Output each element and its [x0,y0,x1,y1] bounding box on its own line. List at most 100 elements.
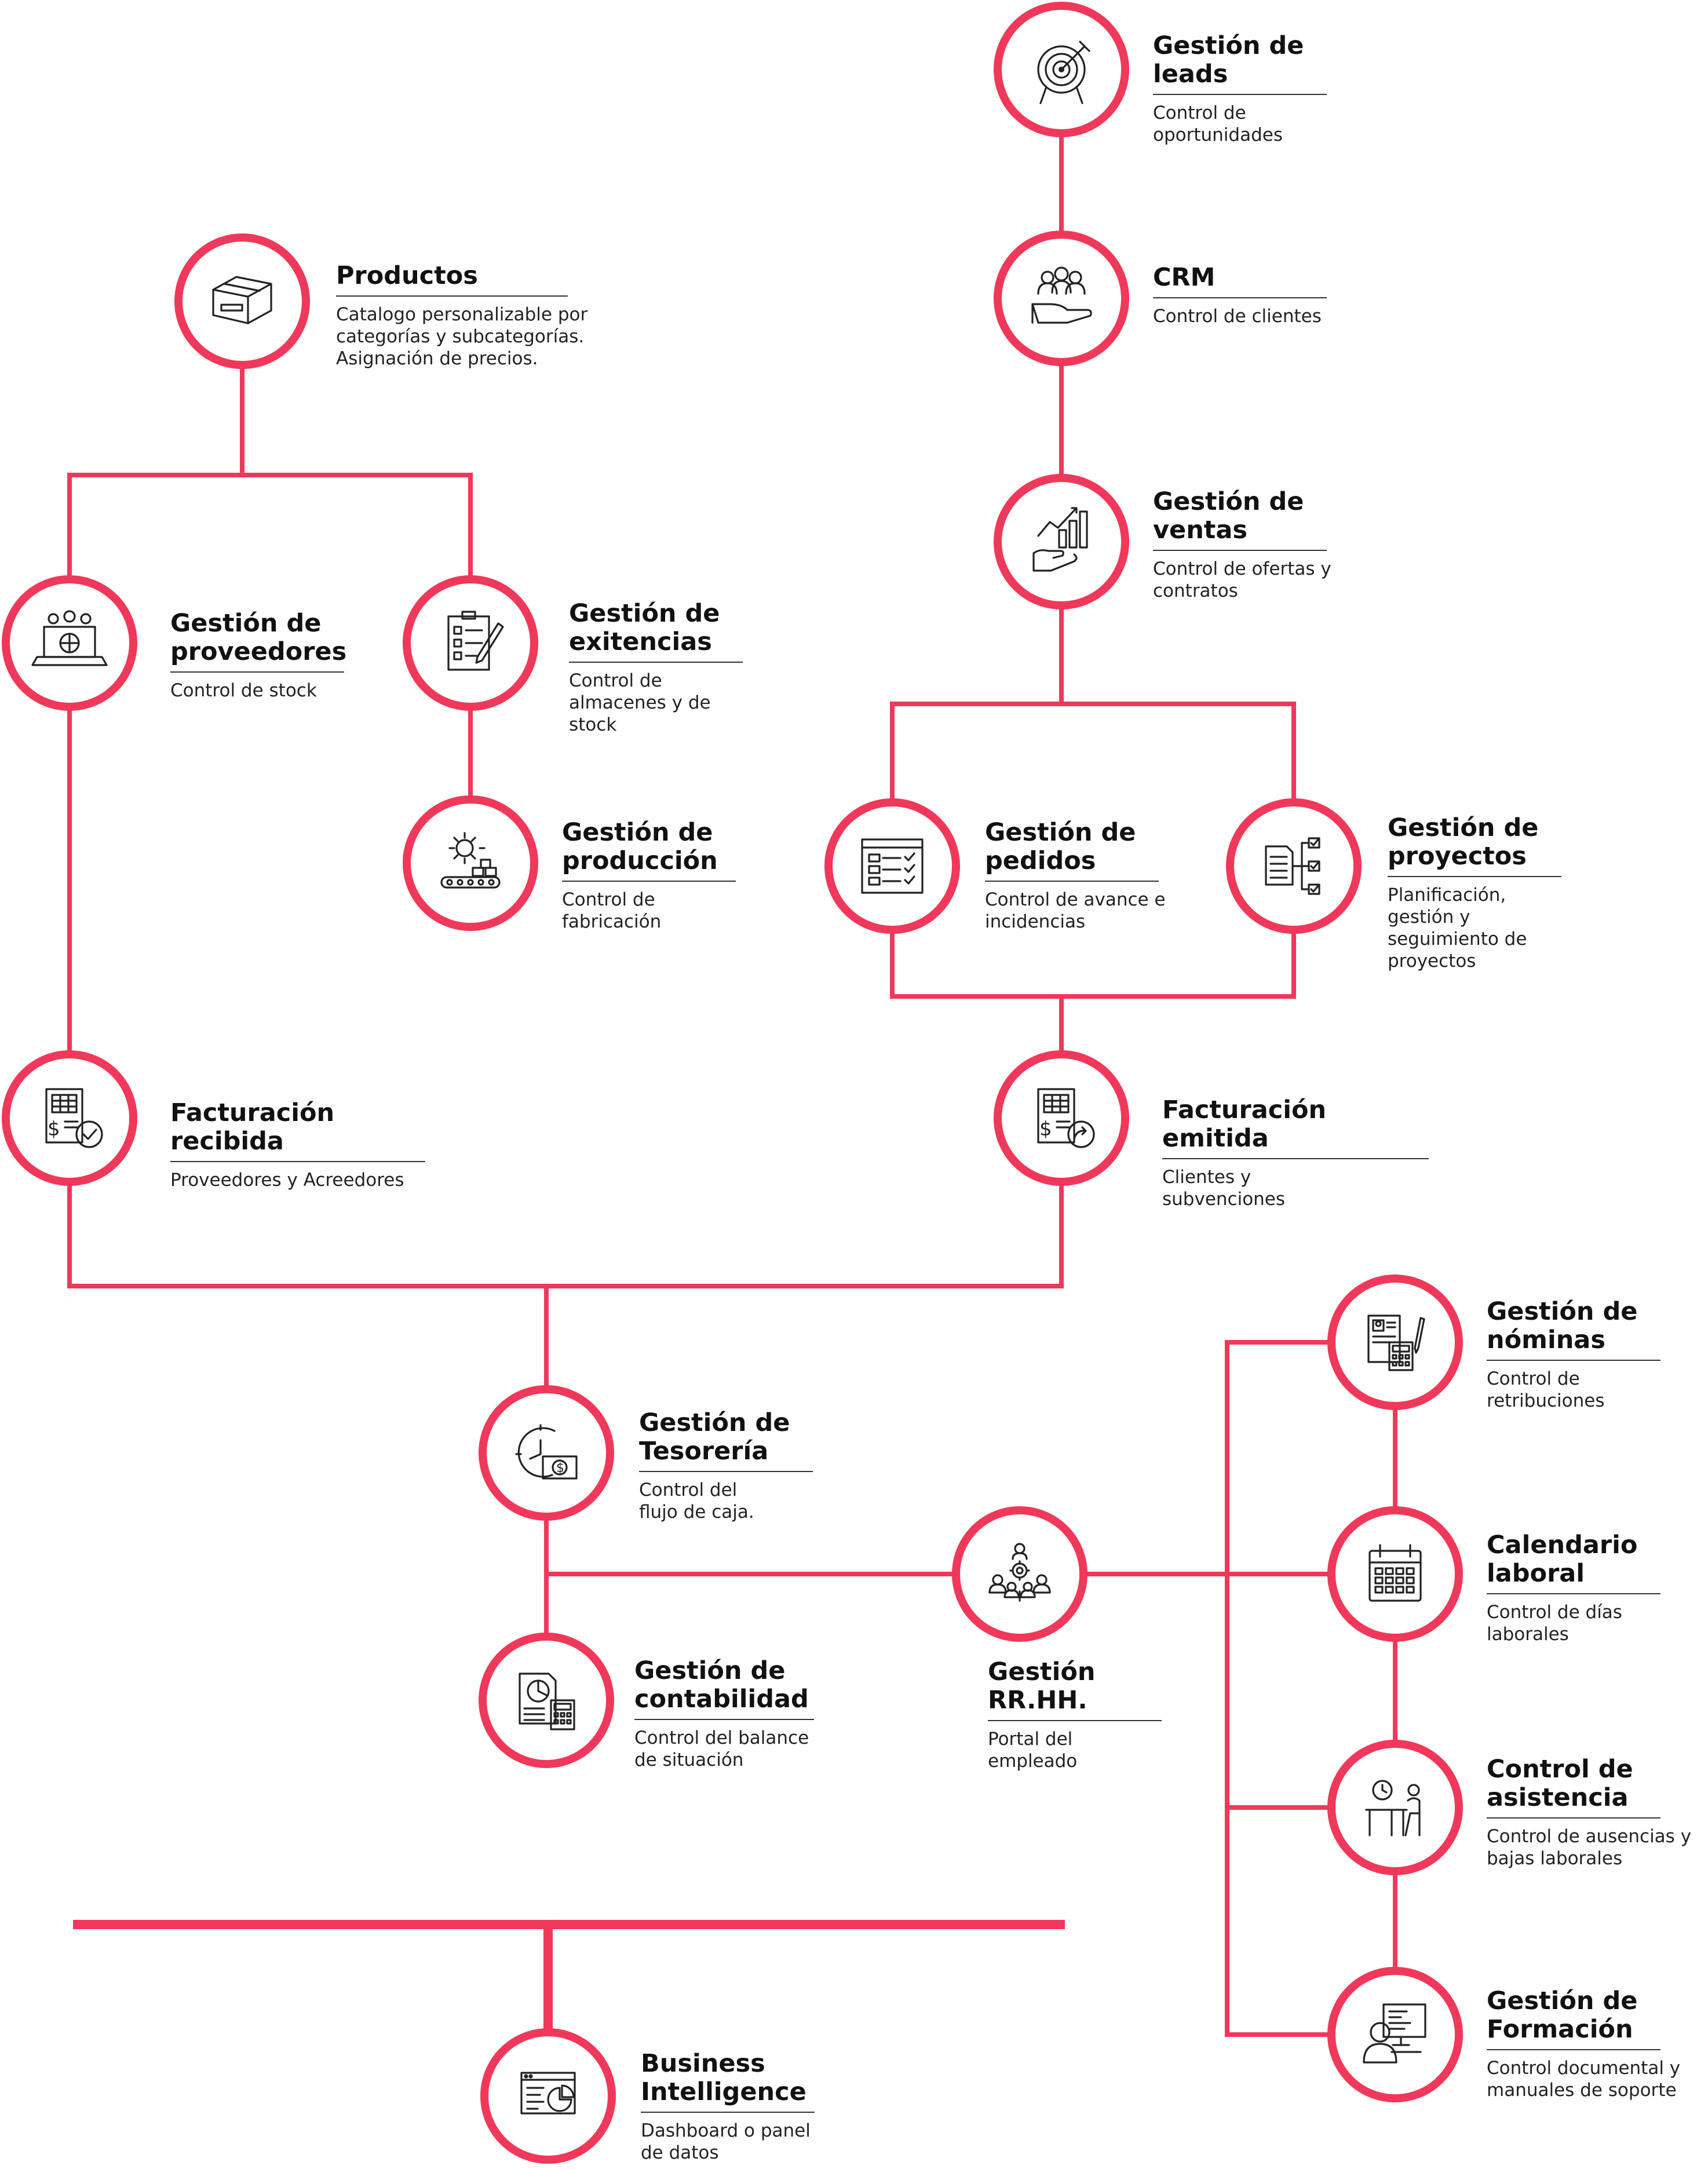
title-divider [1487,1360,1660,1361]
title-divider [170,1161,425,1162]
node-pedidos[interactable] [824,798,960,934]
node-title: Gestión de Tesorería [639,1408,790,1466]
node-proyectos[interactable] [1226,798,1362,934]
growth-hand-icon [1032,507,1088,572]
node-description: Dashboard o panel de datos [641,2120,811,2163]
node-title: Gestión de Formación [1487,1987,1638,2044]
node-description: Proveedores y Acreedores [170,1170,404,1191]
node-title: Gestión de producción [562,818,718,875]
title-divider [988,1720,1162,1721]
label-rrhh: Gestión RR.HH. Portal del empleado [988,1658,1162,1772]
node-leads[interactable] [994,2,1129,137]
title-divider [1153,94,1327,95]
dashboard-chart-icon [520,2072,576,2115]
node-description: Control de días laborales [1487,1602,1622,1645]
node-produccion[interactable] [403,795,538,931]
title-divider [639,1471,813,1472]
title-divider [1162,1158,1429,1159]
title-divider [1487,1817,1660,1819]
label-fact-recibida: Facturación recibida Proveedores y Acree… [170,1099,425,1191]
node-bi[interactable] [480,2028,616,2164]
title-divider [1487,1593,1660,1594]
node-calendario[interactable] [1327,1506,1463,1642]
node-proveedores[interactable] [2,575,137,711]
label-crm: CRM Control de clientes [1153,264,1327,327]
node-fact-emitida[interactable]: $ [994,1050,1129,1186]
node-title: Gestión de proyectos [1388,813,1539,871]
title-divider [641,2112,815,2113]
svg-text:$: $ [556,1461,564,1476]
node-description: Portal del empleado [988,1729,1078,1772]
report-calculator-icon [519,1673,575,1730]
node-description: Control del flujo de caja. [639,1480,754,1522]
svg-text:$: $ [1039,1118,1052,1141]
order-list-icon [861,838,924,894]
node-title: Gestión de exitencias [569,599,720,656]
node-description: Control del balance de situación [634,1728,809,1770]
node-description: Control de ofertas y contratos [1153,558,1331,601]
calendar-icon [1368,1544,1422,1602]
node-formacion[interactable] [1327,1967,1463,2102]
node-description: Planificación, gestión y seguimiento de … [1388,885,1527,972]
label-pedidos: Gestión de pedidos Control de avance e i… [985,819,1176,933]
title-divider [1153,297,1327,298]
title-divider [1487,2049,1660,2050]
node-title: Gestión de ventas [1153,487,1304,545]
node-title: Productos [336,261,478,290]
node-description: Control de fabricación [562,889,662,932]
payroll-icon [1367,1314,1425,1371]
title-divider [336,295,568,297]
title-divider [634,1719,814,1720]
node-existencias[interactable] [403,575,538,711]
desk-clock-icon [1365,1780,1421,1836]
team-gear-icon [988,1543,1051,1602]
clock-money-icon: $ [515,1424,578,1480]
node-description: Control de retribuciones [1487,1368,1605,1411]
box-icon [212,276,272,324]
label-proveedores: Gestión de proveedores Control de stock [170,609,347,702]
label-contabilidad: Gestión de contabilidad Control del bala… [634,1657,814,1771]
node-title: Control de asistencia [1487,1755,1633,1812]
label-existencias: Gestión de exitencias Control de almacen… [569,600,743,736]
node-title: Business Intelligence [641,2049,806,2106]
node-description: Control de almacenes y de stock [569,670,711,735]
node-title: Calendario laboral [1487,1531,1638,1588]
label-ventas: Gestión de ventas Control de ofertas y c… [1153,488,1350,602]
label-leads: Gestión de leads Control de oportunidade… [1153,32,1327,146]
node-asistencia[interactable] [1327,1740,1463,1875]
node-contabilidad[interactable] [479,1633,614,1768]
training-screen-icon [1363,2003,1426,2064]
node-description: Control de oportunidades [1153,103,1283,145]
node-title: Gestión de nóminas [1487,1297,1638,1354]
title-divider [569,662,743,663]
node-title: Gestión RR.HH. [988,1657,1096,1715]
label-bi: Business Intelligence Dashboard o panel … [641,2050,826,2164]
node-title: Gestión de proveedores [170,609,347,666]
label-proyectos: Gestión de proyectos Planificación, gest… [1388,814,1561,972]
node-tesoreria[interactable]: $ [479,1385,614,1521]
node-description: Control de stock [170,680,317,701]
node-title: Gestión de pedidos [985,818,1136,875]
label-produccion: Gestión de producción Control de fabrica… [562,819,736,933]
node-ventas[interactable] [994,474,1129,609]
title-divider [1153,550,1327,551]
node-rrhh[interactable] [952,1506,1087,1642]
node-description: Control de avance e incidencias [985,889,1166,932]
node-title: Gestión de contabilidad [634,1656,809,1714]
title-divider [985,881,1159,882]
label-productos: Productos Catalogo personalizable por ca… [336,262,608,370]
node-productos[interactable] [174,233,310,369]
node-title: Facturación emitida [1162,1096,1327,1153]
gear-conveyor-icon [440,832,501,889]
node-description: Catalogo personalizable por categorías y… [336,304,588,369]
svg-text:$: $ [48,1118,60,1141]
target-icon [1037,41,1090,104]
handshake-people-icon [1031,266,1092,324]
node-title: CRM [1153,263,1216,292]
node-nominas[interactable] [1327,1275,1463,1410]
title-divider [1388,876,1561,877]
node-crm[interactable] [994,231,1129,366]
node-fact-recibida[interactable]: $ [2,1050,137,1186]
label-tesoreria: Gestión de Tesorería Control del flujo d… [639,1409,813,1523]
